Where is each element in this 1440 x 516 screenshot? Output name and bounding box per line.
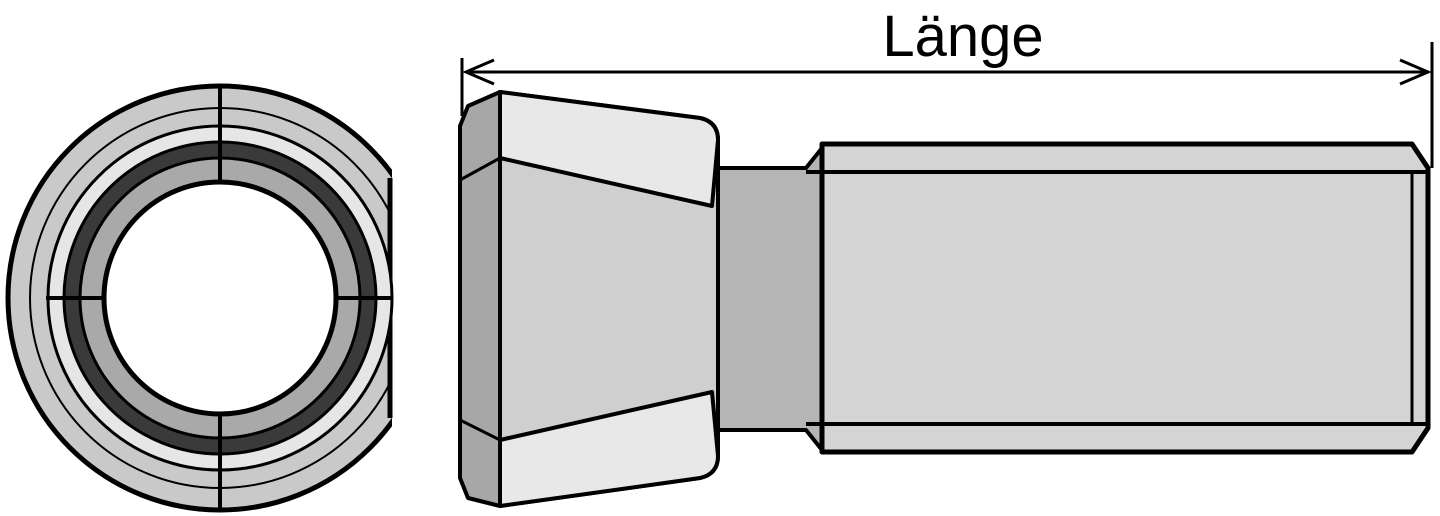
bolt-neck [716, 146, 824, 452]
head-bottom-facet [498, 390, 720, 508]
end-view-bore [101, 179, 339, 417]
arrowhead-left [462, 58, 495, 86]
length-label: Länge [882, 4, 1043, 69]
head-top-facet [498, 90, 720, 208]
threaded-shaft [819, 141, 1431, 455]
head-rear-face [458, 90, 502, 508]
side-view [458, 90, 1431, 508]
length-dimension: Länge [460, 4, 1434, 168]
head-rear-facet-bottom [459, 418, 501, 442]
head-rear-facet-top [459, 156, 501, 182]
end-view [5, 83, 394, 513]
arrowhead-right [1399, 58, 1432, 86]
